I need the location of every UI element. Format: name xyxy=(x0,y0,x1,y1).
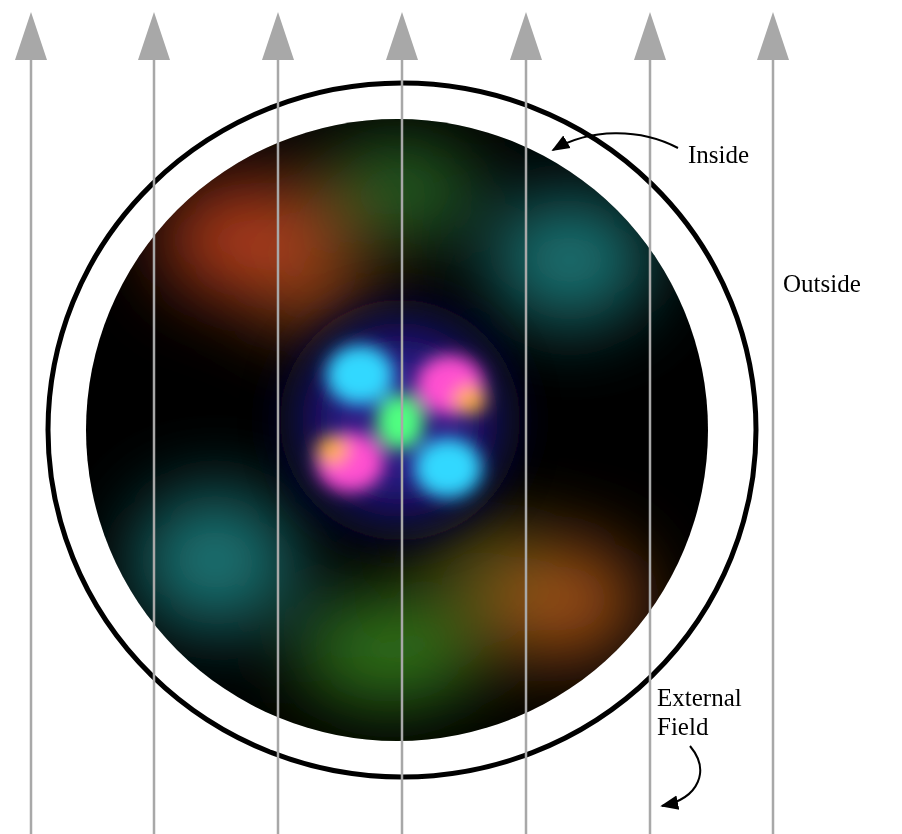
orbital-image xyxy=(86,119,708,741)
region-label: Inside xyxy=(688,140,749,169)
leader-line xyxy=(662,746,700,806)
field-label: External Field xyxy=(657,683,767,741)
leader-line xyxy=(553,133,678,150)
region-label: Outside xyxy=(783,269,861,298)
field-lines xyxy=(15,12,789,834)
